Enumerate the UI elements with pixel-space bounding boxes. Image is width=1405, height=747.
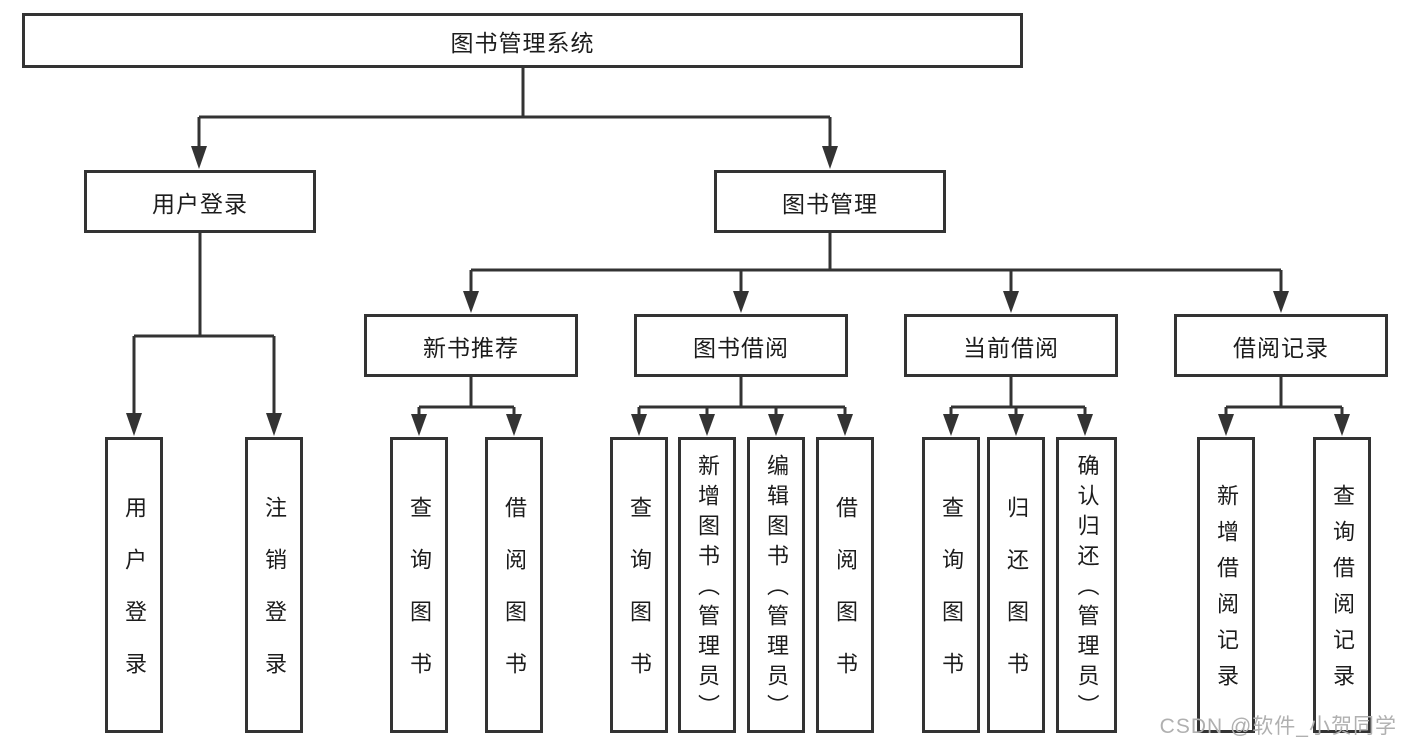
leaf-query-books-borrow: 查询图书 xyxy=(610,437,668,733)
leaf-add-borrow-record-label: 新增借阅记录 xyxy=(1214,484,1239,700)
leaf-query-borrow-record: 查询借阅记录 xyxy=(1313,437,1371,733)
leaf-add-borrow-record: 新增借阅记录 xyxy=(1197,437,1255,733)
leaf-borrow-books-newbooks: 借阅图书 xyxy=(485,437,543,733)
leaf-query-books-borrow-label: 查询图书 xyxy=(627,496,652,704)
leaf-add-books-admin: 新增图书（管理员） xyxy=(678,437,736,733)
leaf-return-books-label: 归还图书 xyxy=(1004,496,1029,704)
node-book-management: 图书管理 xyxy=(714,170,946,233)
watermark-text: CSDN @软件_小贺同学 xyxy=(1159,715,1397,738)
node-borrow-records: 借阅记录 xyxy=(1174,314,1388,377)
connector-borrow-records xyxy=(1224,377,1344,416)
node-current-borrow: 当前借阅 xyxy=(904,314,1118,377)
connector-current-borrow xyxy=(949,377,1087,416)
leaf-logout-login-label: 注销登录 xyxy=(262,496,287,704)
connector-new-book-recommend xyxy=(417,377,516,416)
leaf-user-login: 用户登录 xyxy=(105,437,163,733)
node-user-login: 用户登录 xyxy=(84,170,316,233)
leaf-query-books-current: 查询图书 xyxy=(922,437,980,733)
leaf-edit-books-admin-label: 编辑图书（管理员） xyxy=(764,454,789,724)
leaf-query-borrow-record-label: 查询借阅记录 xyxy=(1330,484,1355,700)
leaf-return-books: 归还图书 xyxy=(987,437,1045,733)
leaf-borrow-books-borrow-label: 借阅图书 xyxy=(833,496,858,704)
leaf-query-books-newbooks: 查询图书 xyxy=(390,437,448,733)
arrowheads xyxy=(126,146,1350,436)
leaf-user-login-label: 用户登录 xyxy=(122,496,147,704)
node-new-book-recommend: 新书推荐 xyxy=(364,314,578,377)
leaf-borrow-books-borrow: 借阅图书 xyxy=(816,437,874,733)
leaf-logout-login: 注销登录 xyxy=(245,437,303,733)
connector-root xyxy=(197,67,832,149)
connector-user-login xyxy=(132,233,276,415)
leaf-confirm-return-admin-label: 确认归还（管理员） xyxy=(1074,454,1100,724)
leaf-add-books-admin-label: 新增图书（管理员） xyxy=(695,454,720,724)
node-book-borrow: 图书借阅 xyxy=(634,314,848,377)
node-root: 图书管理系统 xyxy=(22,13,1023,68)
leaf-edit-books-admin: 编辑图书（管理员） xyxy=(747,437,805,733)
leaf-query-books-current-label: 查询图书 xyxy=(939,496,964,704)
connector-book-borrow xyxy=(637,377,847,416)
connector-book-management xyxy=(469,233,1283,294)
leaf-confirm-return-admin: 确认归还（管理员） xyxy=(1056,437,1117,733)
leaf-borrow-books-newbooks-label: 借阅图书 xyxy=(502,496,527,704)
leaf-query-books-newbooks-label: 查询图书 xyxy=(407,496,432,704)
